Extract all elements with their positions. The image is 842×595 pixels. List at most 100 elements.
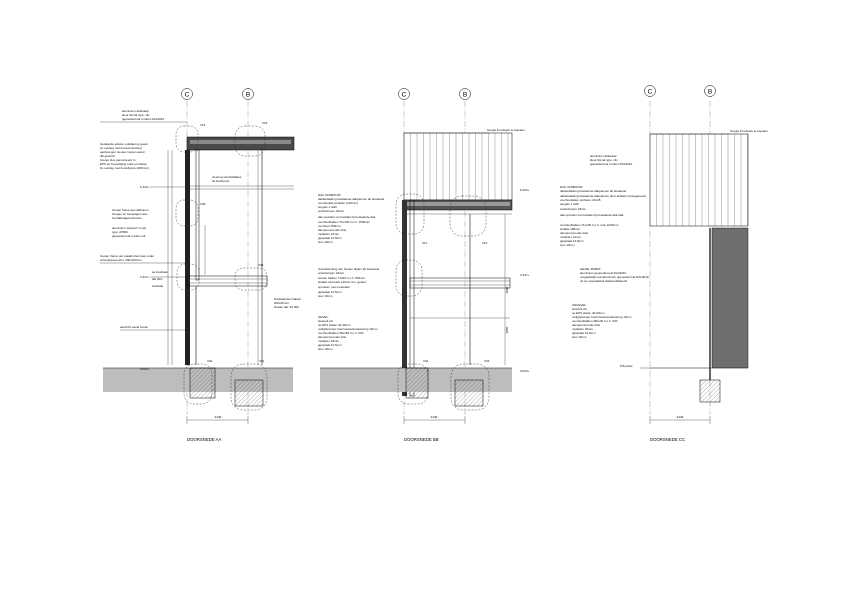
svg-text:type: A5500: type: A5500 [112,230,128,234]
notes-aa-floor: houten frame van staalprofiel naar onder… [100,254,185,264]
notes-aa-top: aluminium afdekkap kleur Ronal type: cli… [100,109,187,123]
svg-text:stuc 10mm: stuc 10mm [318,347,333,351]
level-aa-mid: 3.347+ [140,275,150,279]
svg-text:aanbrengen nieuwe houten wand: aanbrengen nieuwe houten wand [100,150,145,154]
detail-tag-v02: V02 [207,359,213,363]
svg-text:gepoedercoat in kleur RAL9010: gepoedercoat in kleur RAL9010 [122,117,165,121]
svg-text:P.B.peiler: P.B.peiler [620,364,633,368]
svg-text:isolatie stucwerk 140mm hm. ge: isolatie stucwerk 140mm hm. gebed [318,280,366,284]
svg-text:multiplex 12mm: multiplex 12mm [560,235,582,239]
svg-text:GEVEL RABAT:: GEVEL RABAT: [580,267,601,271]
svg-text:boeibaanden balken: boeibaanden balken [274,297,301,301]
grid-bubble-b [459,88,471,100]
svg-text:gepoedercoat in kleur wit: gepoedercoat in kleur wit [112,234,146,238]
svg-text:dik geverfd: dik geverfd [100,154,115,158]
svg-text:kleur Ronal type: clic: kleur Ronal type: clic [590,158,618,162]
svg-text:voorhoutlat profielen (100mm): voorhoutlat profielen (100mm) [318,201,358,205]
svg-text:hoogen en bevestigen aan: hoogen en bevestigen aan [112,212,148,216]
svg-text:stuc 10mm: stuc 10mm [560,243,575,247]
svg-text:houten klos gemonteerd in: houten klos gemonteerd in [100,158,136,162]
svg-text:op EPS platen 40-60mm: op EPS platen 40-60mm [572,311,605,315]
notes-cc-zijgevel: ZIJGEVEL: stuwerk wit op EPS platen 40-6… [572,303,632,339]
svg-text:kleur Ronal type: clic: kleur Ronal type: clic [122,113,150,117]
detail-tag-v15: V15 [262,121,268,125]
notes-cc-peil: P.B.peiler [620,364,710,369]
detail-callout-v16[interactable] [175,125,199,153]
svg-text:op EPS platen 20-40mm: op EPS platen 20-40mm [318,323,351,327]
svg-text:gipsplaat 12,5mm: gipsplaat 12,5mm [560,239,584,243]
svg-text:stoclade: stoclade [152,284,164,288]
svg-text:DAK VANBOUW:: DAK VANBOUW: [560,185,583,189]
svg-text:aluminium gepoedercoat RAL9010: aluminium gepoedercoat RAL9010 [580,271,627,275]
level-aa-low: 0.000+ [140,367,150,371]
svg-text:voorhoutbalken 38x160 h.o.h. 6: voorhoutbalken 38x160 h.o.h. 600 [318,331,364,335]
svg-text:veiligheid aan hout/metselvera: veiligheid aan hout/metselverankering 10… [318,327,378,331]
detail-callout-v10[interactable] [395,259,423,297]
detail-callout-v13[interactable] [449,195,487,237]
svg-text:alt boeiboord: alt boeiboord [212,179,230,183]
detail-callout-v09[interactable] [175,199,199,227]
section-title-bb: DOORSNEDE BB [404,437,439,442]
detail-tag-v13: V13 [482,241,488,245]
detail-callout-v11[interactable] [395,193,425,235]
foundation-b [699,379,721,403]
svg-text:aanzicht wand boven: aanzicht wand boven [120,325,149,329]
interior-post [195,149,200,281]
section-title-cc: DOORSNEDE CC [650,437,685,442]
foundation-c [189,367,216,399]
svg-text:multiplex 12mm: multiplex 12mm [318,232,340,236]
grid-bubble-c [644,85,656,97]
svg-text:(in overleg met bouwfysica 100: (in overleg met bouwfysica 1000mm) [100,166,149,170]
svg-text:isolatie 180mm: isolatie 180mm [560,227,581,231]
svg-text:uit op metpaalstuk dekkend/afw: uit op metpaalstuk dekkend/afwerkt [580,279,627,283]
grid-bubble-c [181,88,193,100]
detail-callout-v02[interactable] [183,363,213,405]
detail-tag-v01: V01 [259,359,265,363]
grid-label-c: C [402,92,407,99]
svg-text:EPS ter bevestiging ruiten pro: EPS ter bevestiging ruiten profielen [100,162,147,166]
svg-text:bestaande enkele vuilplaat op: bestaande enkele vuilplaat op gavel [100,142,148,146]
grid-label-c: C [648,89,653,96]
grid-label-c: C [185,92,190,99]
svg-text:onderdorpen 18mm: onderdorpen 18mm [560,207,587,211]
section-bb: C B hoogte 8 netwerk te bepalen V11 V13 [318,88,530,442]
grid-bubble-c [398,88,410,100]
detail-tag-v16: V16 [200,123,206,127]
dimension-cc-2140: 2140 [677,415,684,419]
svg-text:voorhoutlatten profielen 24x38: voorhoutlatten profielen 24x38 [560,198,601,202]
svg-text:GEVEL:: GEVEL: [318,315,329,319]
svg-text:vloering stochshalikes: vloering stochshalikes [212,175,242,179]
detail-tag-v11: V11 [422,241,427,245]
facade-cladding [656,134,748,226]
notes-cc-dak: DAK VANBOUW: dakbedekking bestaande dakp… [560,185,646,247]
svg-text:voorhoutbalken 71x100 h.o.h. m: voorhoutbalken 71x100 h.o.h. max 1000mm [560,223,619,227]
detail-callout-v03[interactable] [450,363,490,411]
grid-label-b: B [708,89,712,96]
section-title-aa: DOORSNEDE AA [187,437,222,442]
svg-text:gipsplaat 12,5mm: gipsplaat 12,5mm [318,343,342,347]
svg-text:tengels 1 ta26: tengels 1 ta26 [318,205,337,209]
grid-label-b: B [463,92,467,99]
svg-text:as boeibaan: as boeibaan [152,270,169,274]
svg-text:aluminium afdekkap: aluminium afdekkap [590,154,617,158]
svg-text:stuwerk wit: stuwerk wit [572,307,587,311]
svg-text:voorhoutbalken 38x140 h.o.h. 6: voorhoutbalken 38x140 h.o.h. 600 [572,319,618,323]
exterior-wall [402,200,407,396]
detail-callout-v08[interactable] [234,267,268,291]
svg-text:veiligheid aan hout/metselvera: veiligheid aan hout/metselverankering 10… [572,315,632,319]
notes-aa-right-low: boeibaanden balken 200x45mm Ilmaan dat: … [274,297,301,309]
svg-text:aluminium afdekkap: aluminium afdekkap [122,109,149,113]
section-aa: C B V16 V15 V09 V08 V02 [100,88,301,442]
svg-text:vloerafwerking van houten diel: vloerafwerking van houten dielen alt bes… [318,267,379,271]
detail-callout-v04[interactable] [397,363,429,405]
detail-callout-v01[interactable] [230,363,268,411]
notes-bb-dak: DAK VANBOUW: dakbedekking bestaande dakp… [318,193,385,244]
detail-callout-v15[interactable] [234,125,266,157]
foundation-b [234,379,264,407]
svg-text:Ilmaan dat: 40 00A: Ilmaan dat: 40 00A [274,305,299,309]
svg-text:gepoedercoat in kleur RAL9010: gepoedercoat in kleur RAL9010 [590,162,633,166]
grid-bubble-b [242,88,254,100]
level-bb-top: 6.420+ [520,188,530,192]
exterior-wall [185,150,190,365]
